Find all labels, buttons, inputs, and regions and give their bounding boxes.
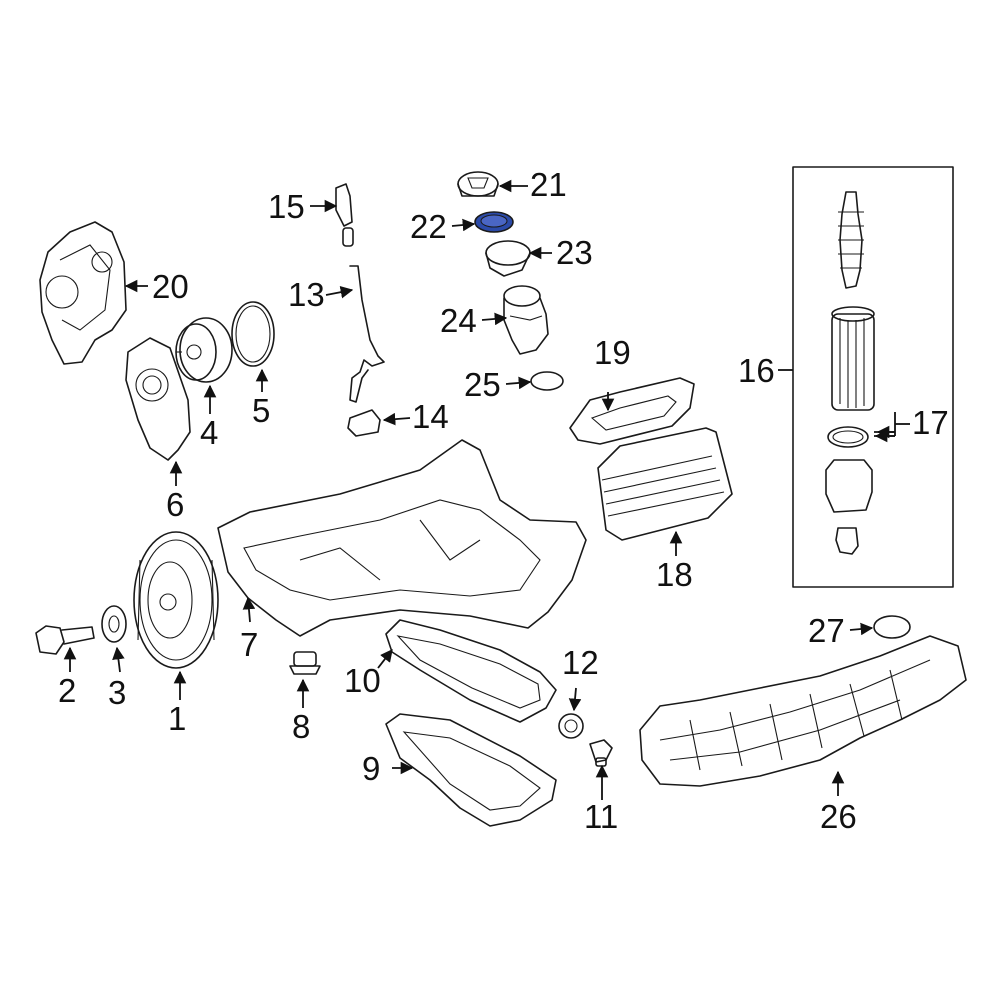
callout-27: 27 [808,612,845,649]
part-20-front-cover[interactable] [39,221,127,365]
part-8-drain-plug[interactable] [289,651,321,675]
part-11-plug[interactable] [589,739,613,767]
part-5-o-ring[interactable] [231,301,275,367]
part-7-oil-pan-upper[interactable] [217,439,587,637]
callout-21: 21 [530,166,567,203]
callout-15: 15 [268,188,305,225]
callout-24: 24 [440,302,477,339]
callout-8: 8 [292,708,310,745]
callout-17: 17 [912,404,949,441]
part-3-washer[interactable] [101,605,127,643]
part-12-washer[interactable] [558,713,584,739]
part-13-dipstick-tube[interactable] [349,265,385,403]
callout-19: 19 [594,334,631,371]
part-10-oil-pan-gasket[interactable] [385,619,557,723]
callout-4: 4 [200,414,218,451]
callout-16: 16 [738,352,775,389]
part-27-o-ring[interactable] [873,615,911,639]
callout-20: 20 [152,268,189,305]
part-15-oil-level-sensor[interactable] [335,183,354,247]
part-4-pulley[interactable] [175,317,233,383]
callout-23: 23 [556,234,593,271]
leader-lines [63,179,910,800]
callout-25: 25 [464,366,501,403]
part-23-filler-neck-ring[interactable] [485,240,531,277]
part-24-filler-neck[interactable] [503,285,549,355]
part-25-o-ring[interactable] [530,371,564,391]
part-22-seal[interactable] [474,211,514,233]
callout-3: 3 [108,674,126,711]
callout-14: 14 [412,398,449,435]
part-14-bracket[interactable] [347,409,381,437]
callout-22: 22 [410,208,447,245]
part-17-filter-element[interactable] [831,306,875,411]
callout-6: 6 [166,486,184,523]
callout-9: 9 [362,750,380,787]
callout-2: 2 [58,672,76,709]
part-16-filter-kit[interactable] [825,191,875,555]
callout-12: 12 [562,644,599,681]
part-21-filler-cap[interactable] [457,171,499,197]
part-26-intake-manifold[interactable] [639,635,967,787]
part-19-cooler-gasket[interactable] [569,377,695,445]
part-2-bolt[interactable] [35,625,95,655]
callout-26: 26 [820,798,857,835]
callout-labels: 1 2 3 4 5 6 7 8 9 10 11 12 13 14 15 16 1… [58,166,949,835]
callout-5: 5 [252,392,270,429]
part-18-oil-cooler[interactable] [597,427,733,541]
callout-1: 1 [168,700,186,737]
part-9-oil-pan-lower[interactable] [385,713,557,827]
part-6-cover-gasket[interactable] [125,337,191,461]
filter-kit-box [792,166,954,588]
part-1-crank-pulley[interactable] [133,531,219,669]
callout-13: 13 [288,276,325,313]
callout-11: 11 [584,798,618,835]
callout-18: 18 [656,556,693,593]
callout-7: 7 [240,626,258,663]
callout-10: 10 [344,662,381,699]
